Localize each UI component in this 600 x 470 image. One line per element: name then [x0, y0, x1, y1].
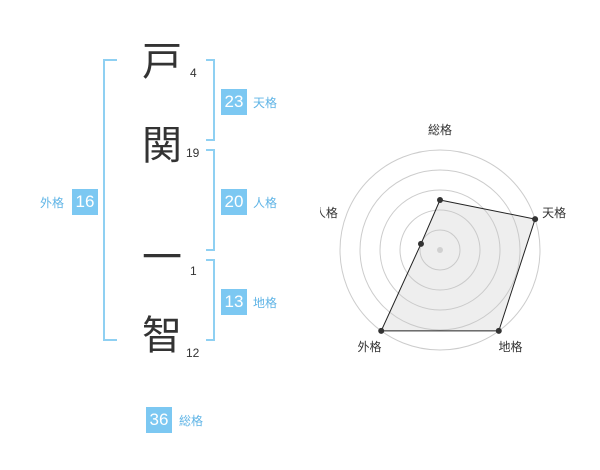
radar-center-dot	[437, 247, 443, 253]
tenkaku-bracket	[206, 59, 215, 141]
radar-ring-3	[379, 189, 501, 311]
radar-ring-5	[339, 149, 541, 351]
radar-data-area	[380, 199, 536, 332]
tenkaku-value: 23	[221, 89, 247, 115]
radar-point-1	[532, 216, 539, 223]
chikaku-value: 13	[221, 289, 247, 315]
stroke-count-3: 1	[190, 264, 197, 278]
tenkaku-label: 天格	[253, 96, 278, 110]
radar-ring-1	[419, 229, 461, 271]
radar-axis-label-4: 人格	[320, 205, 338, 220]
name-char-4: 智	[142, 313, 182, 359]
radar-point-3	[378, 327, 385, 334]
radar-point-4	[417, 240, 424, 247]
gaikaku-label: 外格	[40, 196, 65, 210]
name-char-2: 関	[142, 123, 182, 169]
name-char-1: 戸	[142, 39, 182, 85]
radar-axis-label-0: 総格	[428, 122, 452, 137]
chikaku-bracket	[206, 259, 215, 341]
name-char-3: 一	[142, 235, 182, 281]
radar-axis-label-3: 外格	[357, 339, 381, 354]
radar-axis-label-1: 天格	[542, 205, 566, 220]
soukaku-value: 36	[146, 407, 172, 433]
jinkaku-bracket	[206, 149, 215, 251]
radar-ring-4	[359, 169, 521, 331]
stroke-count-1: 4	[190, 66, 197, 80]
stroke-count-2: 19	[186, 146, 200, 160]
radar-ring-2	[399, 209, 481, 291]
gaikaku-bracket	[103, 59, 117, 341]
chikaku-label: 地格	[253, 296, 278, 310]
radar-point-2	[495, 327, 502, 334]
stroke-count-4: 12	[186, 346, 200, 360]
soukaku-label: 総格	[179, 414, 204, 428]
jinkaku-value: 20	[221, 189, 247, 215]
radar-point-0	[437, 197, 443, 203]
gaikaku-value: 16	[72, 189, 98, 215]
radar-axis-label-2: 地格	[499, 339, 523, 354]
jinkaku-label: 人格	[253, 196, 278, 210]
